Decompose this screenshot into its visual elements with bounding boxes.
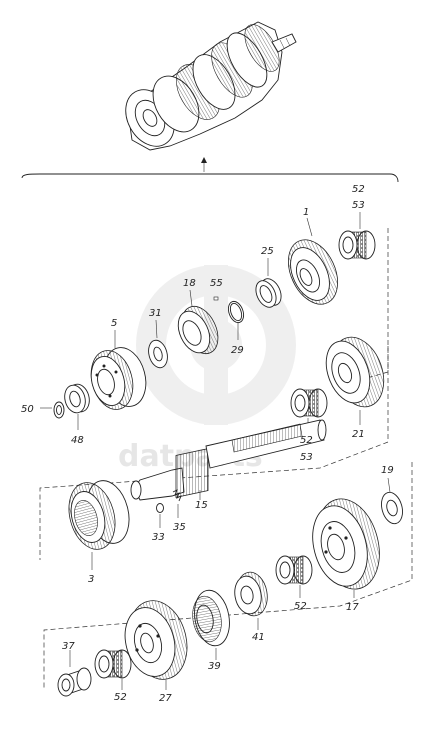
part-5-synchro-assembly bbox=[90, 347, 147, 410]
label-part-17: 17 bbox=[346, 602, 359, 613]
label-part-25: 25 bbox=[261, 246, 274, 257]
part-19-thrust-washer bbox=[381, 491, 403, 525]
part-33-ball bbox=[156, 503, 164, 513]
label-part-52-bottom: 52 bbox=[114, 692, 127, 703]
part-53-needle-bearing-top bbox=[338, 230, 376, 260]
label-part-5: 5 bbox=[111, 318, 117, 329]
label-part-39: 39 bbox=[208, 661, 221, 672]
part-48-bearing-race bbox=[64, 383, 90, 414]
part-3-synchronizer bbox=[68, 480, 130, 550]
part-17-large-gear bbox=[312, 498, 380, 590]
part-15-main-shaft bbox=[130, 419, 327, 501]
assembled-gearbox-illustration bbox=[125, 21, 297, 151]
part-29-circlip bbox=[227, 300, 245, 324]
part-37-bushing bbox=[57, 667, 92, 697]
label-part-29: 29 bbox=[231, 345, 244, 356]
group-frames bbox=[39, 228, 413, 690]
part-39-synchro-ring bbox=[192, 589, 230, 647]
assembly-bracket bbox=[21, 173, 399, 183]
part-31-washer bbox=[148, 339, 168, 369]
label-part-53-middle: 53 bbox=[300, 452, 313, 463]
part-labels: 1 52 53 25 18 55 29 31 5 50 48 21 52 53 … bbox=[21, 184, 394, 704]
part-50-ring bbox=[53, 401, 65, 419]
part-55-key bbox=[213, 296, 219, 301]
assembly-arrow bbox=[201, 157, 207, 172]
label-part-35: 35 bbox=[173, 522, 186, 533]
label-part-33: 33 bbox=[152, 532, 165, 543]
label-part-31: 31 bbox=[149, 308, 162, 319]
part-21-gear bbox=[325, 336, 385, 408]
label-part-50: 50 bbox=[21, 404, 34, 415]
part-27-large-gear bbox=[124, 600, 188, 680]
label-part-55: 55 bbox=[210, 278, 223, 289]
part-18-gear bbox=[177, 305, 219, 355]
label-part-19: 19 bbox=[381, 465, 394, 476]
label-part-21: 21 bbox=[352, 429, 365, 440]
part-53-needle-bearing-middle bbox=[290, 388, 328, 418]
label-part-52-middle: 52 bbox=[300, 435, 313, 446]
part-52-needle-bearing-bottom bbox=[94, 649, 132, 679]
label-part-52-right: 52 bbox=[294, 601, 307, 612]
label-part-48: 48 bbox=[71, 435, 84, 446]
label-part-15: 15 bbox=[195, 500, 208, 511]
part-52-needle-bearing-lower bbox=[275, 555, 313, 585]
label-part-27: 27 bbox=[159, 693, 172, 704]
label-part-53-top: 53 bbox=[352, 200, 365, 211]
label-part-37: 37 bbox=[62, 641, 75, 652]
part-1-gear bbox=[288, 239, 338, 305]
label-part-18: 18 bbox=[183, 278, 196, 289]
label-part-41: 41 bbox=[252, 632, 265, 643]
label-part-3: 3 bbox=[88, 574, 94, 585]
part-25-ring bbox=[255, 278, 282, 308]
part-41-gear bbox=[234, 571, 268, 617]
label-part-1: 1 bbox=[303, 207, 309, 218]
part-35-spring bbox=[172, 489, 182, 502]
label-part-52-top: 52 bbox=[352, 184, 365, 195]
